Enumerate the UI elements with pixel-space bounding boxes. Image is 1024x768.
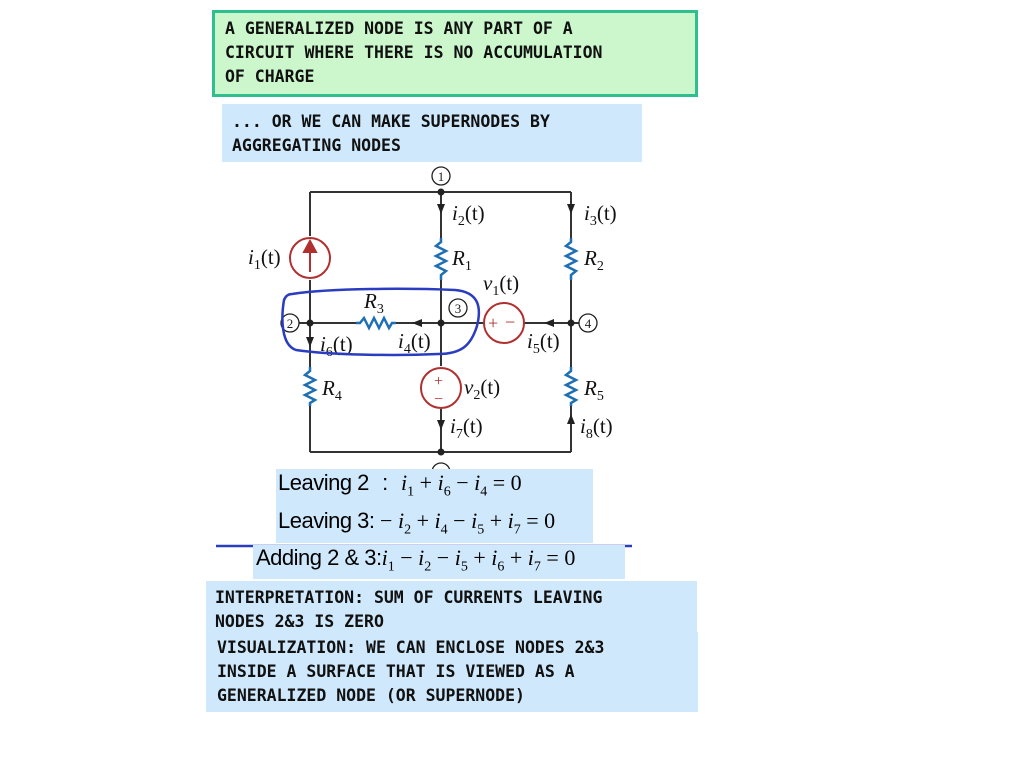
resistor-r4-symbol	[302, 367, 318, 406]
node-label-2: 2	[287, 316, 294, 331]
label-r4: R4	[321, 376, 342, 404]
label-r1: R1	[451, 246, 472, 274]
arrow-i2	[437, 204, 445, 214]
voltage-source-v1	[483, 302, 525, 344]
equation-band-leaving	[276, 469, 593, 543]
arrow-i7	[437, 420, 445, 430]
leaving3-expression: − i2 + i4 − i5 + i7 = 0	[374, 508, 556, 538]
junction-node3	[437, 319, 445, 327]
v1-minus-sign: −	[505, 312, 515, 332]
arrow-i5	[544, 319, 554, 327]
leaving3-label: Leaving 3	[278, 508, 369, 533]
junction-dots	[306, 188, 575, 456]
junction-node2	[306, 319, 314, 327]
node-marker-3	[448, 298, 468, 318]
node-marker-2	[280, 313, 300, 333]
label-i2: i2(t)	[452, 201, 485, 229]
label-i7: i7(t)	[450, 414, 483, 442]
leaving3-colon: :	[368, 508, 375, 533]
v2-minus-sign: −	[434, 391, 443, 408]
resistors	[302, 238, 579, 406]
adding-label: Adding 2 & 3	[256, 545, 376, 570]
v2-plus-sign: +	[434, 373, 443, 390]
junction-bottom-center	[437, 448, 445, 456]
supernode-note: ... OR WE CAN MAKE SUPERNODES BY AGGREGA…	[222, 104, 642, 162]
voltage-source-v2	[420, 367, 462, 409]
node-marker-4	[578, 313, 598, 333]
label-i1: i1(t)	[248, 245, 281, 273]
node-label-1: 1	[438, 169, 445, 184]
visualization-box: VISUALIZATION: WE CAN ENCLOSE NODES 2&3 …	[206, 632, 698, 712]
current-arrows	[306, 204, 575, 430]
supernode-outline	[281, 287, 481, 357]
junction-top-center	[437, 188, 445, 196]
leaving2-colon: :	[382, 470, 388, 495]
arrow-i6	[306, 337, 314, 347]
adding-expression: i1 − i2 − i5 + i6 + i7 = 0	[381, 545, 576, 575]
voltage-source-v1-circle	[483, 302, 525, 344]
label-r2: R2	[583, 246, 604, 274]
arrow-i8	[567, 414, 575, 424]
leaving2-label: Leaving 2	[278, 470, 369, 495]
definition-box: A GENERALIZED NODE IS ANY PART OF A CIRC…	[212, 10, 698, 97]
current-source-i1	[289, 237, 331, 279]
leaving2-expression: i1 + i6 − i4 = 0	[401, 470, 522, 500]
label-r5: R5	[583, 376, 604, 404]
label-i8: i8(t)	[580, 414, 613, 442]
label-i5: i5(t)	[527, 329, 560, 357]
node-marker-1	[431, 166, 451, 186]
voltage-source-v2-circle	[420, 367, 462, 409]
equation-leaving-3: Leaving 3: − i2 + i4 − i5 + i7 = 0	[278, 508, 555, 538]
label-i4: i4(t)	[398, 329, 431, 357]
junction-node4	[567, 319, 575, 327]
equation-leaving-2: Leaving 2 : i1 + i6 − i4 = 0	[278, 470, 522, 500]
label-i3: i3(t)	[584, 201, 617, 229]
equation-band-adding	[253, 545, 625, 579]
label-r3: R3	[363, 289, 384, 317]
node-label-3: 3	[455, 301, 462, 316]
v1-plus-sign: +	[488, 313, 498, 333]
arrow-i4	[412, 319, 422, 327]
resistor-r3-symbol	[356, 315, 396, 331]
resistor-r5-symbol	[563, 367, 579, 406]
resistor-r1-symbol	[433, 238, 449, 280]
interpretation-box: INTERPRETATION: SUM OF CURRENTS LEAVING …	[206, 581, 697, 634]
adding-colon: :	[375, 545, 382, 570]
source-arrow-head	[302, 238, 318, 253]
label-v1: v1(t)	[483, 271, 519, 299]
node-label-4: 4	[585, 316, 592, 331]
label-i6: i6(t)	[320, 332, 353, 360]
equation-adding-2-3: Adding 2 & 3:i1 − i2 − i5 + i6 + i7 = 0	[256, 545, 575, 575]
arrow-i3	[567, 204, 575, 214]
label-v2: v2(t)	[464, 375, 500, 403]
resistor-r2-symbol	[563, 238, 579, 280]
